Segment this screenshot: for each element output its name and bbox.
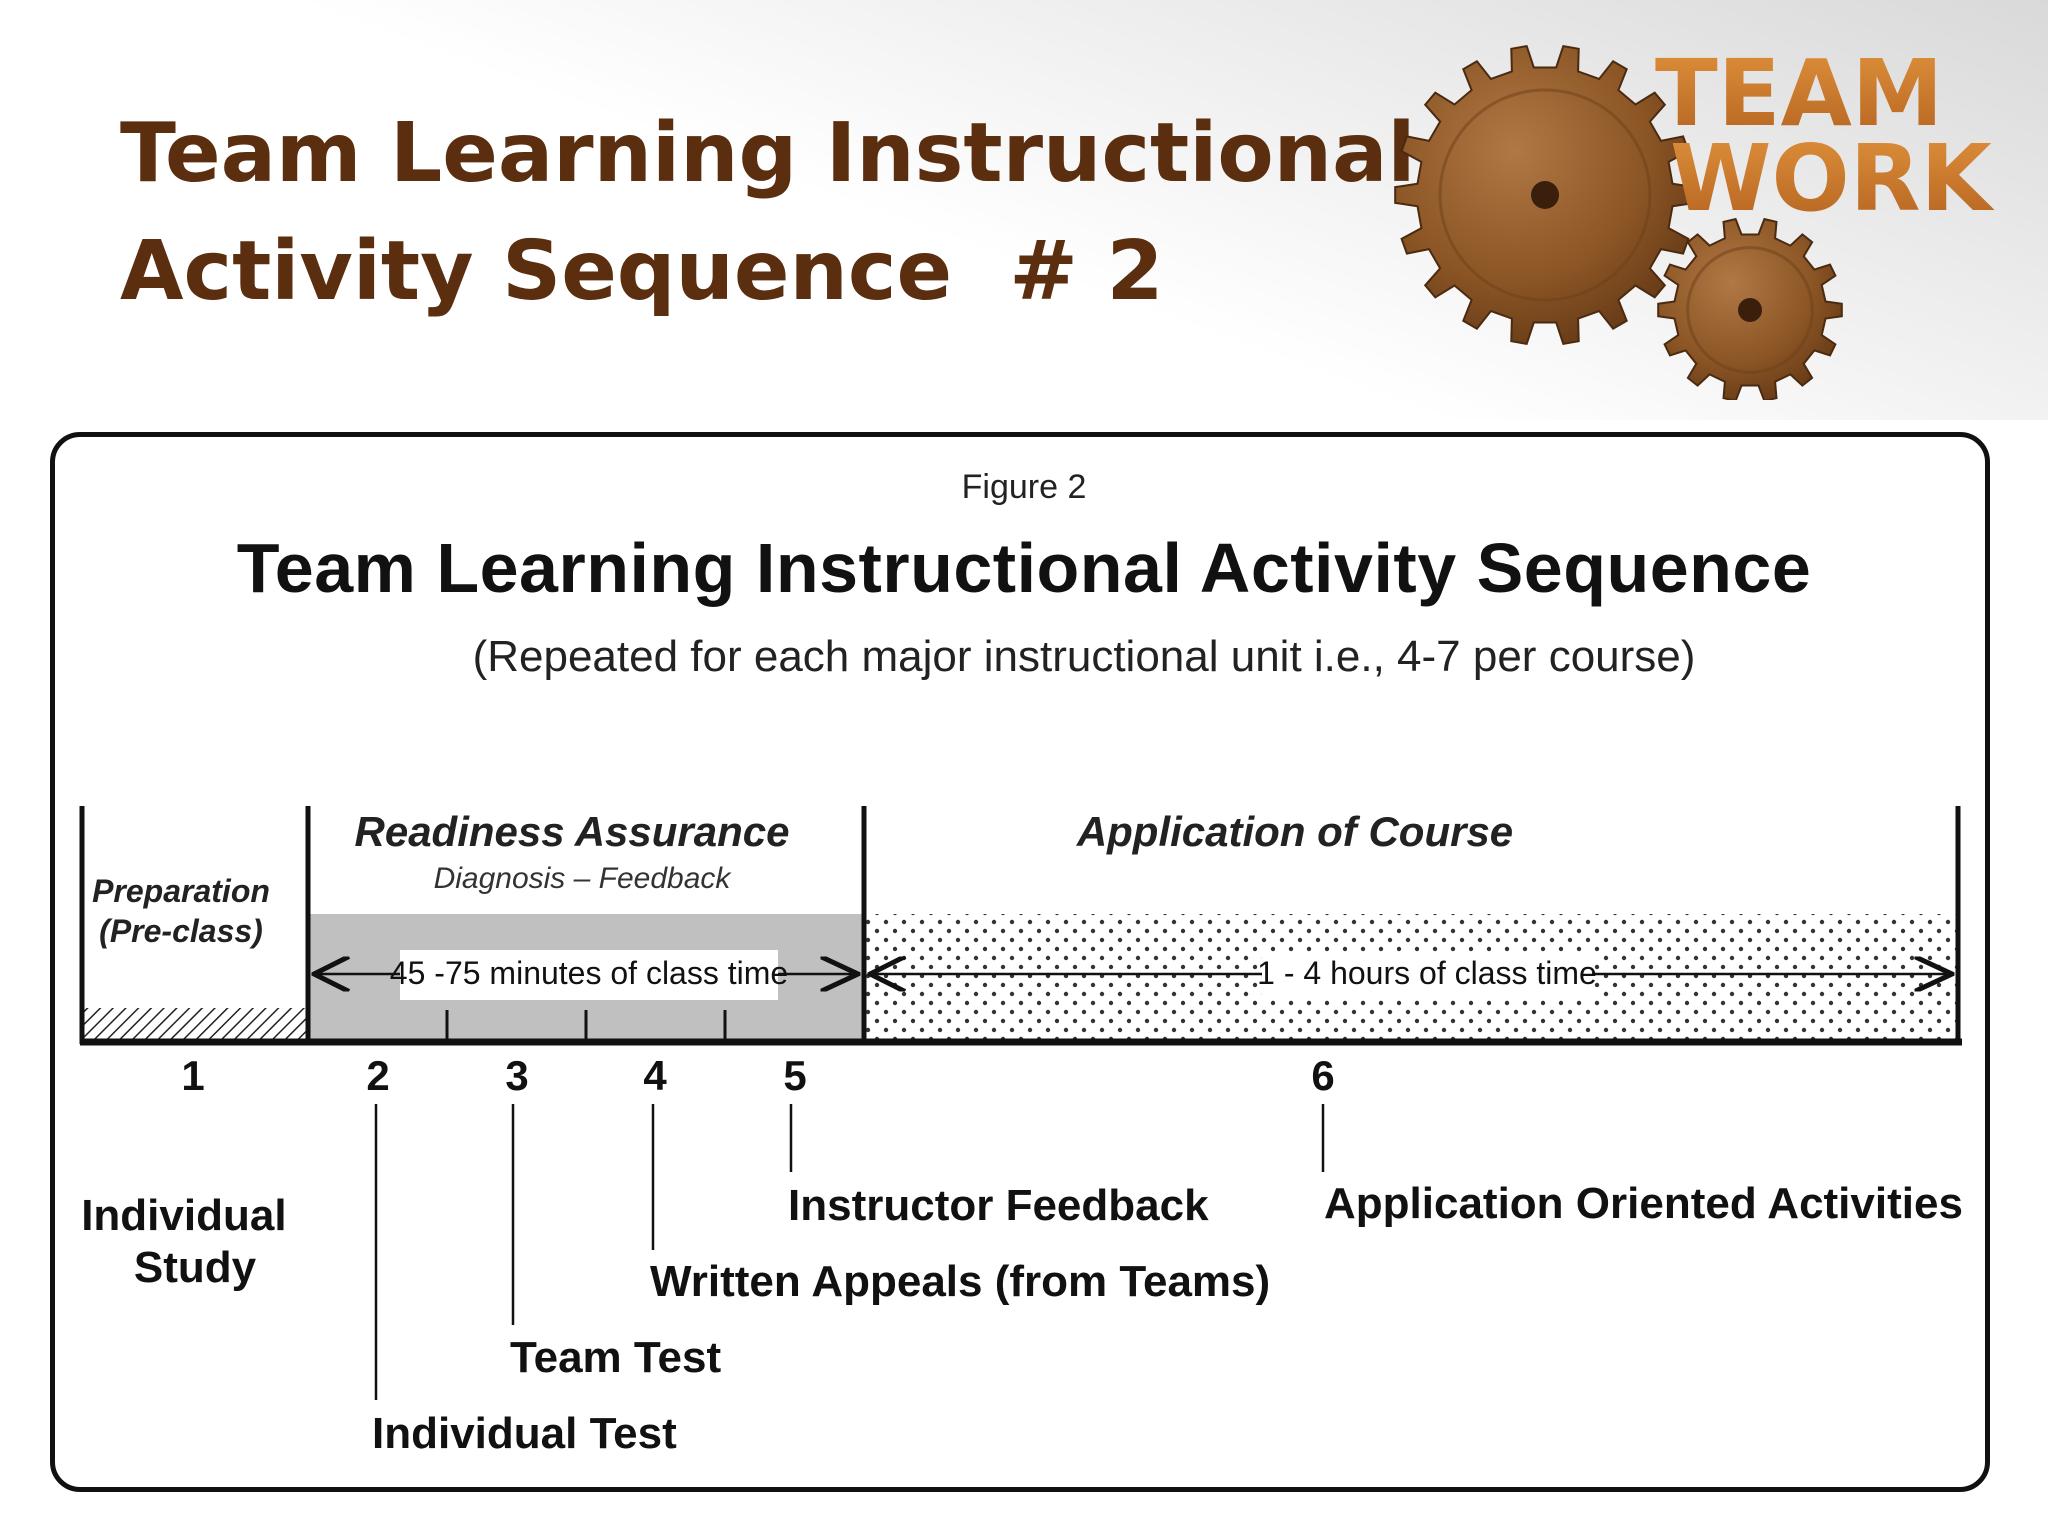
step-label-6: Application Oriented Activities bbox=[1324, 1179, 1963, 1228]
step-number-2: 2 bbox=[366, 1052, 389, 1099]
gear-hole bbox=[1738, 298, 1762, 322]
logo-word-work: WORK bbox=[1670, 125, 1996, 232]
step-label-1-line-2: Study bbox=[134, 1243, 257, 1292]
application-duration-box bbox=[1262, 952, 1592, 998]
preparation-label-line-2: (Pre-class) bbox=[99, 913, 263, 949]
readiness-subtitle: Diagnosis – Feedback bbox=[434, 862, 733, 895]
small-gear-icon bbox=[1657, 217, 1843, 403]
large-gear-icon bbox=[1394, 44, 1696, 346]
step-label-1: Individual Study bbox=[81, 1191, 299, 1292]
step-label-4: Written Appeals (from Teams) bbox=[650, 1257, 1270, 1306]
preparation-label-line-1: Preparation bbox=[92, 873, 270, 909]
step-label-2: Individual Test bbox=[372, 1409, 677, 1458]
figure-title: Team Learning Instructional Activity Seq… bbox=[236, 529, 1812, 607]
logo-word-team: TEAM bbox=[1655, 40, 1943, 147]
readiness-duration-box bbox=[400, 950, 778, 1000]
gear-rim bbox=[1686, 246, 1814, 374]
teamwork-logo: TEAM WORK bbox=[1330, 20, 2048, 403]
gears-icon: TEAM WORK bbox=[1394, 40, 1996, 403]
step-label-3: Team Test bbox=[510, 1333, 721, 1382]
application-duration-text: 1 - 4 hours of class time bbox=[1257, 955, 1597, 991]
step-number-1: 1 bbox=[181, 1052, 204, 1099]
slide-title-line-1: Team Learning Instructional bbox=[120, 106, 1416, 201]
figure-subtitle: (Repeated for each major instructional u… bbox=[472, 632, 1696, 681]
gear-hole bbox=[1531, 181, 1559, 209]
step-label-5: Instructor Feedback bbox=[788, 1181, 1209, 1230]
step-number-6: 6 bbox=[1311, 1052, 1334, 1099]
gear-rim bbox=[1438, 88, 1652, 302]
slide-title-line-2: Activity Sequence # 2 bbox=[120, 224, 1164, 319]
step-number-5: 5 bbox=[783, 1052, 806, 1099]
step-number-3: 3 bbox=[505, 1052, 528, 1099]
readiness-title: Readiness Assurance bbox=[355, 808, 790, 855]
step-number-4: 4 bbox=[643, 1052, 667, 1099]
application-title: Application of Course bbox=[1076, 808, 1513, 855]
preparation-hatch bbox=[84, 1008, 306, 1040]
figure-label: Figure 2 bbox=[961, 468, 1087, 506]
readiness-duration-text: 45 -75 minutes of class time bbox=[390, 955, 788, 991]
slide-title: Team Learning Instructional Activity Seq… bbox=[120, 95, 1416, 331]
step-label-1-line-1: Individual bbox=[81, 1191, 286, 1240]
